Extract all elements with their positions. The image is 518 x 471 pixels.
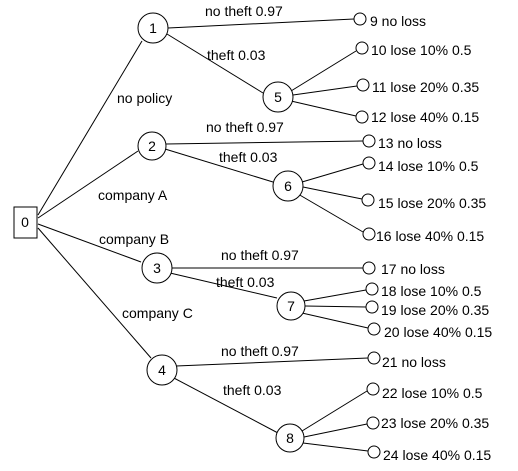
outcome-node-20 <box>367 322 381 336</box>
node-label: 1 <box>149 20 157 36</box>
outcome-label-18: 18 lose 10% 0.5 <box>381 283 482 299</box>
edge-3-chance-7 <box>169 272 278 299</box>
outcome-label-11: 11 lose 20% 0.35 <box>372 79 479 95</box>
edge-1-chance-5 <box>166 33 264 94</box>
outcome-node-17 <box>362 261 376 275</box>
edge-root-node-2 <box>37 150 139 219</box>
node-label: 8 <box>286 430 294 446</box>
outcome-node-9 <box>353 12 367 26</box>
outcome-label-17: 17 no loss <box>381 261 445 277</box>
chance-node-7: 7 <box>276 291 306 321</box>
outcome-label-16: 16 lose 40% 0.15 <box>376 228 484 244</box>
outcome-label-14: 14 lose 10% 0.5 <box>378 158 479 174</box>
edge-8-outcome-24 <box>302 442 369 452</box>
theft-label-2: theft 0.03 <box>219 149 278 165</box>
no-theft-label-2: no theft 0.97 <box>206 119 284 135</box>
outcome-node-19 <box>365 300 379 314</box>
outcome-node-10 <box>355 41 369 55</box>
theft-label-4: theft 0.03 <box>223 382 282 398</box>
outcome-label-12: 12 lose 40% 0.15 <box>371 109 479 125</box>
outcome-label-19: 19 lose 20% 0.35 <box>381 302 489 318</box>
root-node: 0 <box>13 206 38 239</box>
edge-7-outcome-19 <box>304 305 367 308</box>
policy-label-company-b: company B <box>99 231 169 247</box>
edge-8-outcome-22 <box>301 390 368 432</box>
outcome-label-22: 22 lose 10% 0.5 <box>382 385 483 401</box>
policy-label-company-a: company A <box>98 187 168 203</box>
node-label: 5 <box>274 89 282 105</box>
edge-4-chance-8 <box>171 376 279 434</box>
no-theft-label-1: no theft 0.97 <box>205 3 283 19</box>
edge-7-outcome-20 <box>301 312 369 329</box>
edge-6-outcome-16 <box>297 193 364 233</box>
theft-label-1: theft 0.03 <box>207 47 266 63</box>
node-label: 7 <box>287 298 295 314</box>
node-label: 6 <box>284 178 292 194</box>
outcome-node-16 <box>362 227 376 241</box>
outcome-node-13 <box>362 134 376 148</box>
edge-root-node-4 <box>37 227 152 359</box>
outcome-node-24 <box>367 445 381 459</box>
outcome-node-21 <box>367 351 381 365</box>
outcome-label-23: 23 lose 20% 0.35 <box>381 415 489 431</box>
edge-6-outcome-14 <box>301 163 364 183</box>
edge-root-node-1 <box>37 40 143 216</box>
edge-8-outcome-23 <box>303 423 368 438</box>
outcome-node-23 <box>366 416 380 430</box>
outcome-label-20: 20 lose 40% 0.15 <box>384 324 492 340</box>
outcome-label-13: 13 no loss <box>378 135 442 151</box>
outcome-label-9: 9 no loss <box>370 13 426 29</box>
outcome-label-24: 24 lose 40% 0.15 <box>383 447 491 463</box>
edge-4-outcome-21 <box>175 357 369 367</box>
outcome-node-12 <box>355 110 369 124</box>
edge-2-outcome-13 <box>165 140 364 145</box>
edge-2-chance-6 <box>164 148 274 183</box>
edge-5-outcome-11 <box>292 85 358 96</box>
outcome-node-15 <box>361 193 375 207</box>
node-label: 3 <box>153 260 161 276</box>
no-theft-label-3: no theft 0.97 <box>221 247 299 263</box>
edge-7-outcome-18 <box>303 289 367 302</box>
chance-node-8: 8 <box>275 423 305 453</box>
no-theft-label-4: no theft 0.97 <box>221 343 299 359</box>
outcome-label-15: 15 lose 20% 0.35 <box>378 195 486 211</box>
outcome-label-10: 10 lose 10% 0.5 <box>371 42 472 58</box>
node-label: 2 <box>148 138 156 154</box>
chance-node-5: 5 <box>262 81 294 113</box>
node-label: 4 <box>158 362 166 378</box>
policy-label-company-c: company C <box>122 305 193 321</box>
root-node-label: 0 <box>21 214 29 230</box>
edge-1-outcome-9 <box>167 18 355 29</box>
outcome-node-14 <box>362 156 376 170</box>
edge-5-outcome-12 <box>290 100 357 117</box>
decision-node-4: 4 <box>146 354 178 386</box>
edge-6-outcome-15 <box>302 186 363 200</box>
decision-node-3: 3 <box>141 252 173 284</box>
outcome-label-21: 21 no loss <box>382 354 446 370</box>
decision-node-1: 1 <box>137 12 169 44</box>
chance-node-6: 6 <box>272 170 304 202</box>
outcome-node-22 <box>366 382 380 396</box>
outcome-node-18 <box>365 282 379 296</box>
edge-5-outcome-10 <box>290 50 357 92</box>
edge-root-node-3 <box>37 223 142 263</box>
outcome-node-11 <box>356 78 370 92</box>
policy-label-no-policy: no policy <box>117 90 172 106</box>
theft-label-3: theft 0.03 <box>216 274 275 290</box>
decision-node-2: 2 <box>137 131 167 161</box>
